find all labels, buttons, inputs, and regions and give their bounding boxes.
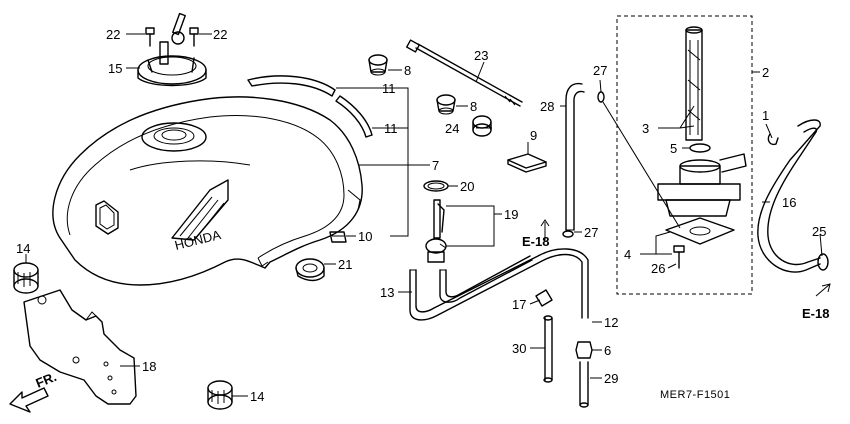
ref-e18-left: E-18 [522,234,549,249]
grommet-8-lower [436,94,456,115]
fuel-tube-13 [409,248,589,321]
rubber-14-lower [207,380,233,410]
label-3: 3 [642,121,649,136]
tube-17 [535,289,553,307]
fuel-valve [657,153,747,217]
tube-30 [543,315,553,383]
damper-9 [507,153,547,173]
label-17: 17 [512,297,526,312]
label-16: 16 [782,195,796,210]
label-4: 4 [624,247,631,262]
label-21: 21 [338,257,352,272]
leader-lines [25,33,831,397]
label-26: 26 [651,261,665,276]
label-13: 13 [380,285,394,300]
label-11-lower: 11 [384,121,398,136]
cap-bolt-left [145,27,155,47]
ref-e18-right: E-18 [802,306,829,321]
label-6: 6 [604,343,611,358]
forward-direction-arrow: FR. [9,369,59,413]
clip-1 [767,133,779,146]
label-18: 18 [142,359,156,374]
label-22-right: 22 [213,27,227,42]
clip-10 [329,231,347,243]
label-23: 23 [474,48,488,63]
label-27-lower: 27 [584,225,598,240]
label-8-upper: 8 [404,63,411,78]
label-25: 25 [812,224,826,239]
cap-bolt-right [189,27,199,47]
hose-16 [757,119,821,273]
label-24: 24 [445,121,459,136]
label-29: 29 [604,371,618,386]
clip-27-lower [562,230,574,238]
label-5: 5 [670,141,677,156]
forward-label: FR. [34,369,59,391]
collar-24 [472,115,492,137]
screw-26 [673,245,685,269]
fuel-sender-19 [425,199,447,263]
valve-gasket-4 [665,217,735,245]
label-12: 12 [604,315,618,330]
assembly-box-2 [616,15,753,295]
label-30: 30 [512,341,526,356]
breather-hose-28 [565,82,585,231]
cushion-21 [295,258,325,282]
label-14-lower: 14 [250,389,264,404]
label-1: 1 [762,108,769,123]
clip-27-upper [597,91,605,103]
label-22-left: 22 [106,27,120,42]
bracket-18 [23,289,137,405]
label-11-upper: 11 [382,81,396,96]
label-9: 9 [530,128,537,143]
rubber-14-upper [13,262,39,294]
brand-lettering: HONDA [173,227,223,253]
label-7: 7 [432,158,439,173]
fuel-cap [137,12,207,87]
tank-strip-lower [335,95,373,138]
grommet-8-upper [368,54,388,76]
o-ring-5 [689,143,711,153]
label-27-upper: 27 [593,63,607,78]
label-15: 15 [108,61,122,76]
fuel-tank [52,96,363,286]
label-2: 2 [762,65,769,80]
diagram-code: MER7-F1501 [660,389,730,401]
label-10: 10 [358,229,372,244]
packing-20 [423,180,449,192]
label-20: 20 [460,179,474,194]
mounting-bolt-23 [405,39,523,107]
label-14-upper: 14 [16,241,30,256]
tube-29 [579,361,589,408]
tank-strip-upper [247,75,336,97]
filter-6 [575,341,593,359]
fuel-strainer-3 [685,26,703,141]
label-19: 19 [504,207,518,222]
clip-25 [817,253,829,271]
label-28: 28 [540,99,554,114]
label-8-lower: 8 [470,99,477,114]
